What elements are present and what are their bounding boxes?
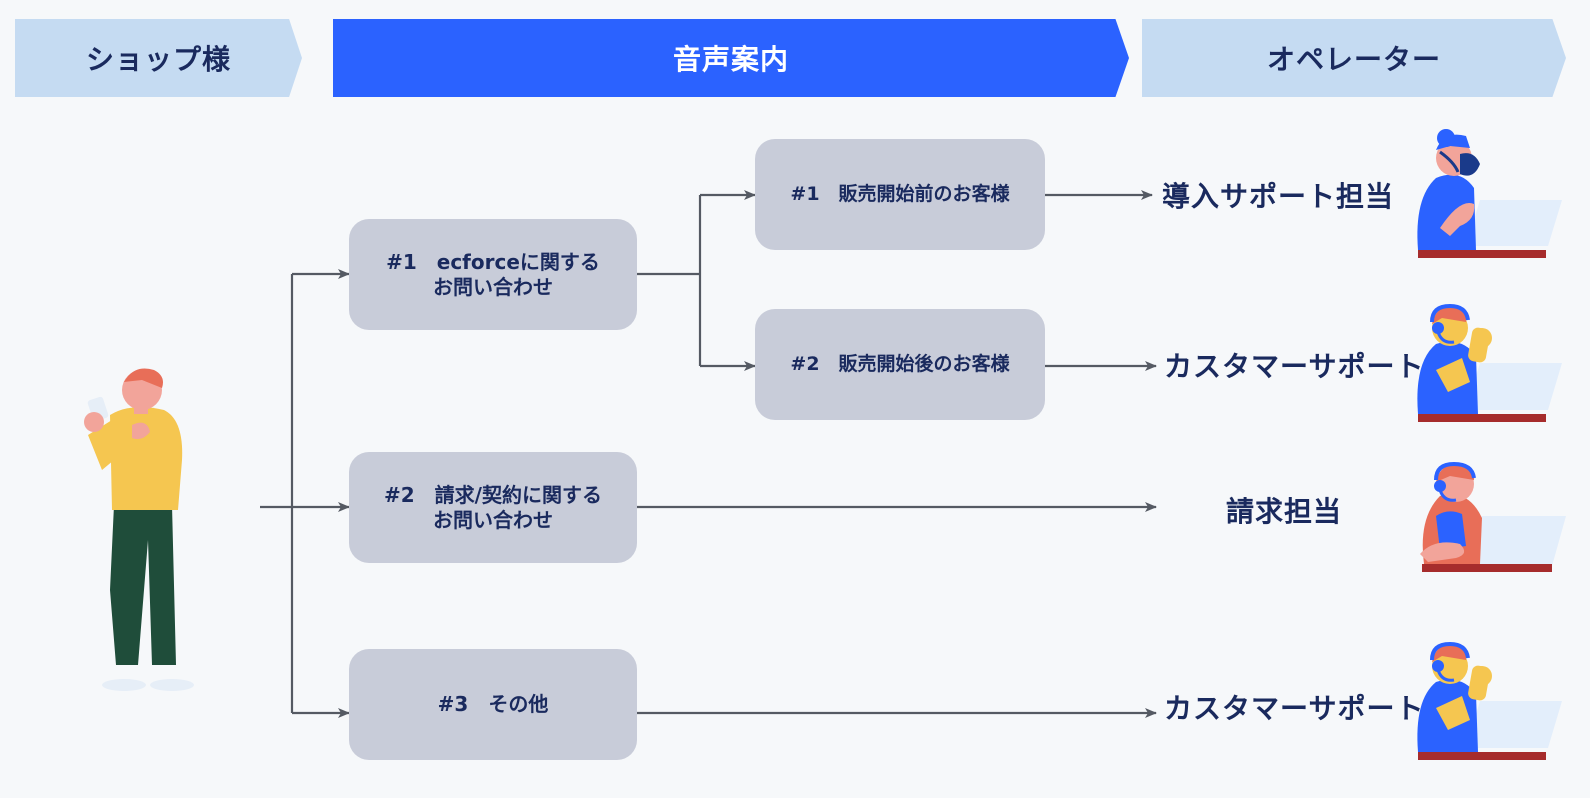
header-operator: オペレーター	[1142, 19, 1566, 97]
menu-node-ecforce-line-1: #1 ecforceに関する	[386, 249, 600, 274]
menu-node-other-line-1: #3 その他	[437, 692, 549, 716]
header-voice-label: 音声案内	[672, 43, 789, 76]
submenu-node-before-sale-label: #1 販売開始前のお客様	[790, 183, 1010, 205]
operator-1-illustration	[1417, 129, 1562, 258]
submenu-node-after-sale-label: #2 販売開始後のお客様	[790, 353, 1010, 375]
menu-node-billing-line-1: #2 請求/契約に関する	[384, 482, 602, 507]
menu-node-other: #3 その他	[349, 649, 637, 760]
submenu-node-before-sale: #1 販売開始前のお客様	[755, 139, 1045, 250]
header-shop-label: ショップ様	[85, 43, 231, 76]
menu-node-billing-line-2: お問い合わせ	[432, 507, 553, 532]
submenu-node-after-sale: #2 販売開始後のお客様	[755, 309, 1045, 420]
operator-label-customer-support-1: カスタマーサポート	[1164, 350, 1425, 383]
header-voice-guidance: 音声案内	[333, 19, 1129, 97]
menu-node-ecforce-line-2: お問い合わせ	[432, 274, 553, 299]
header-operator-label: オペレーター	[1266, 43, 1441, 76]
operator-label-billing: 請求担当	[1226, 495, 1343, 528]
menu-node-billing: #2 請求/契約に関する お問い合わせ	[349, 452, 637, 563]
operator-4-illustration	[1417, 641, 1562, 760]
shop-person-illustration	[84, 368, 194, 691]
operator-label-customer-support-2: カスタマーサポート	[1164, 692, 1425, 725]
header-shop: ショップ様	[15, 19, 302, 97]
operator-label-onboarding: 導入サポート担当	[1162, 180, 1395, 213]
menu-node-ecforce: #1 ecforceに関する お問い合わせ	[349, 219, 637, 330]
operator-2-illustration	[1417, 303, 1562, 422]
operator-3-illustration	[1420, 461, 1566, 572]
